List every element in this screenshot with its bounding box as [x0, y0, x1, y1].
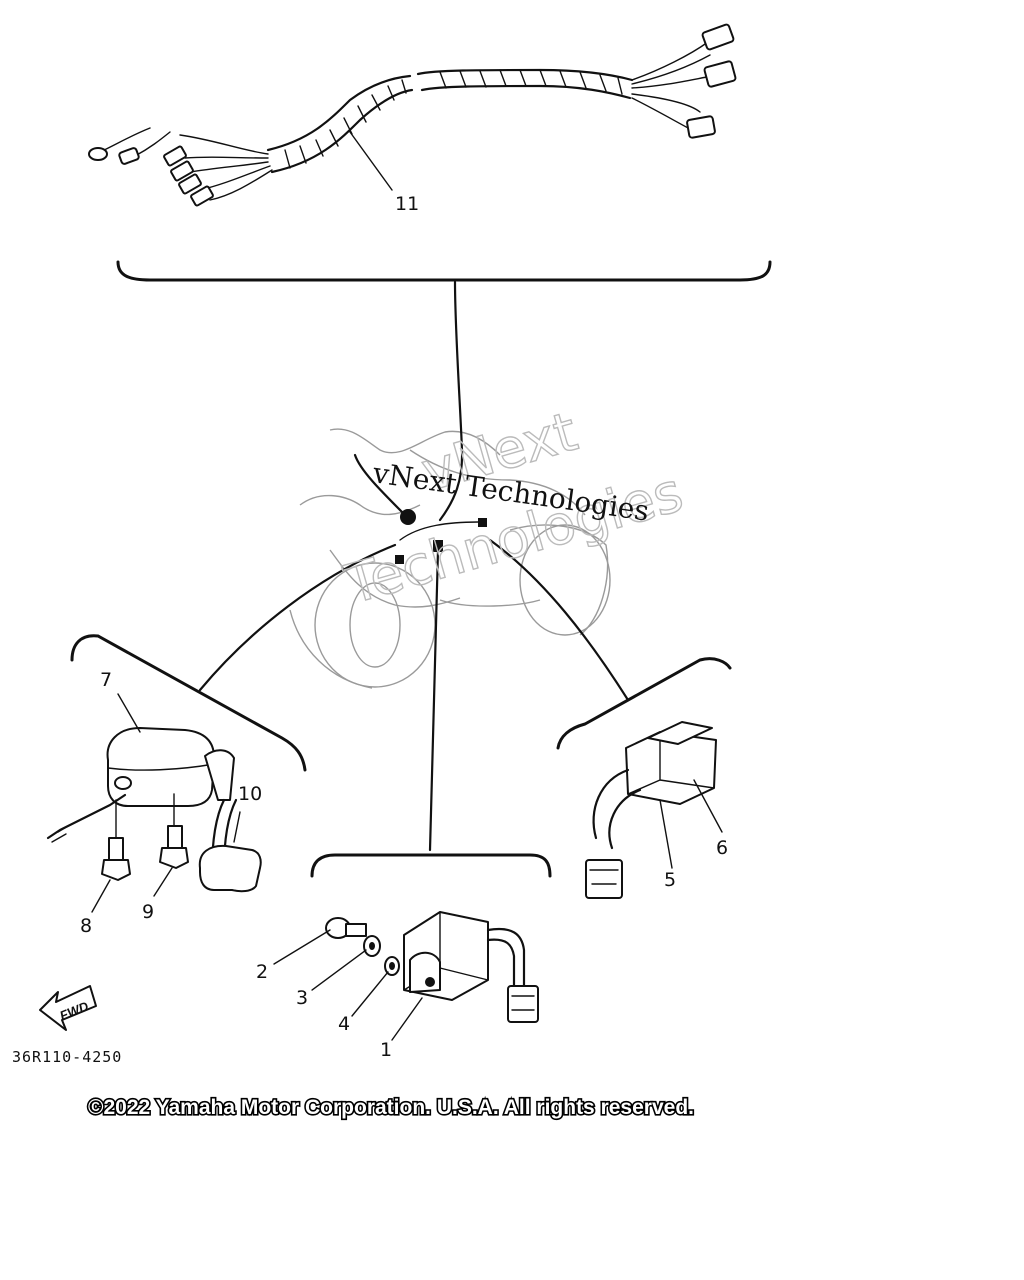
ignition-coil [46, 727, 235, 843]
label-part-3: 3 [296, 987, 308, 1009]
label-part-7: 7 [100, 669, 112, 691]
bolt-2 [325, 917, 367, 939]
label-part-5: 5 [664, 869, 676, 891]
label-part-6: 6 [716, 837, 728, 859]
cdi-bracket [310, 853, 552, 878]
label-part-2: 2 [256, 961, 268, 983]
label-part-9: 9 [142, 901, 154, 923]
label-part-10: 10 [238, 783, 262, 805]
cdi-unit [403, 911, 539, 1023]
bolt-8 [101, 799, 131, 881]
label-part-4: 4 [338, 1013, 350, 1035]
washer-3 [363, 935, 381, 957]
bolt-9 [159, 793, 189, 869]
fwd-arrow-icon: FWD [39, 985, 97, 1031]
spark-plug-cap [198, 798, 262, 893]
copyright-notice: ©2022 Yamaha Motor Corporation. U.S.A. A… [88, 1096, 694, 1119]
wire-harness [88, 23, 737, 207]
label-part-8: 8 [80, 915, 92, 937]
label-part-1: 1 [380, 1039, 392, 1061]
watermark: vNext Technologies vNext Technologies [337, 399, 690, 617]
relay-bracket [556, 657, 732, 750]
relay-unit [585, 721, 717, 899]
ignition-coil-bracket [70, 634, 307, 772]
connection-lines [198, 280, 630, 852]
harness-bracket [116, 260, 772, 282]
washer-4 [384, 956, 400, 976]
label-part-11: 11 [395, 193, 419, 215]
reference-code: 36R110-4250 [12, 1048, 122, 1066]
